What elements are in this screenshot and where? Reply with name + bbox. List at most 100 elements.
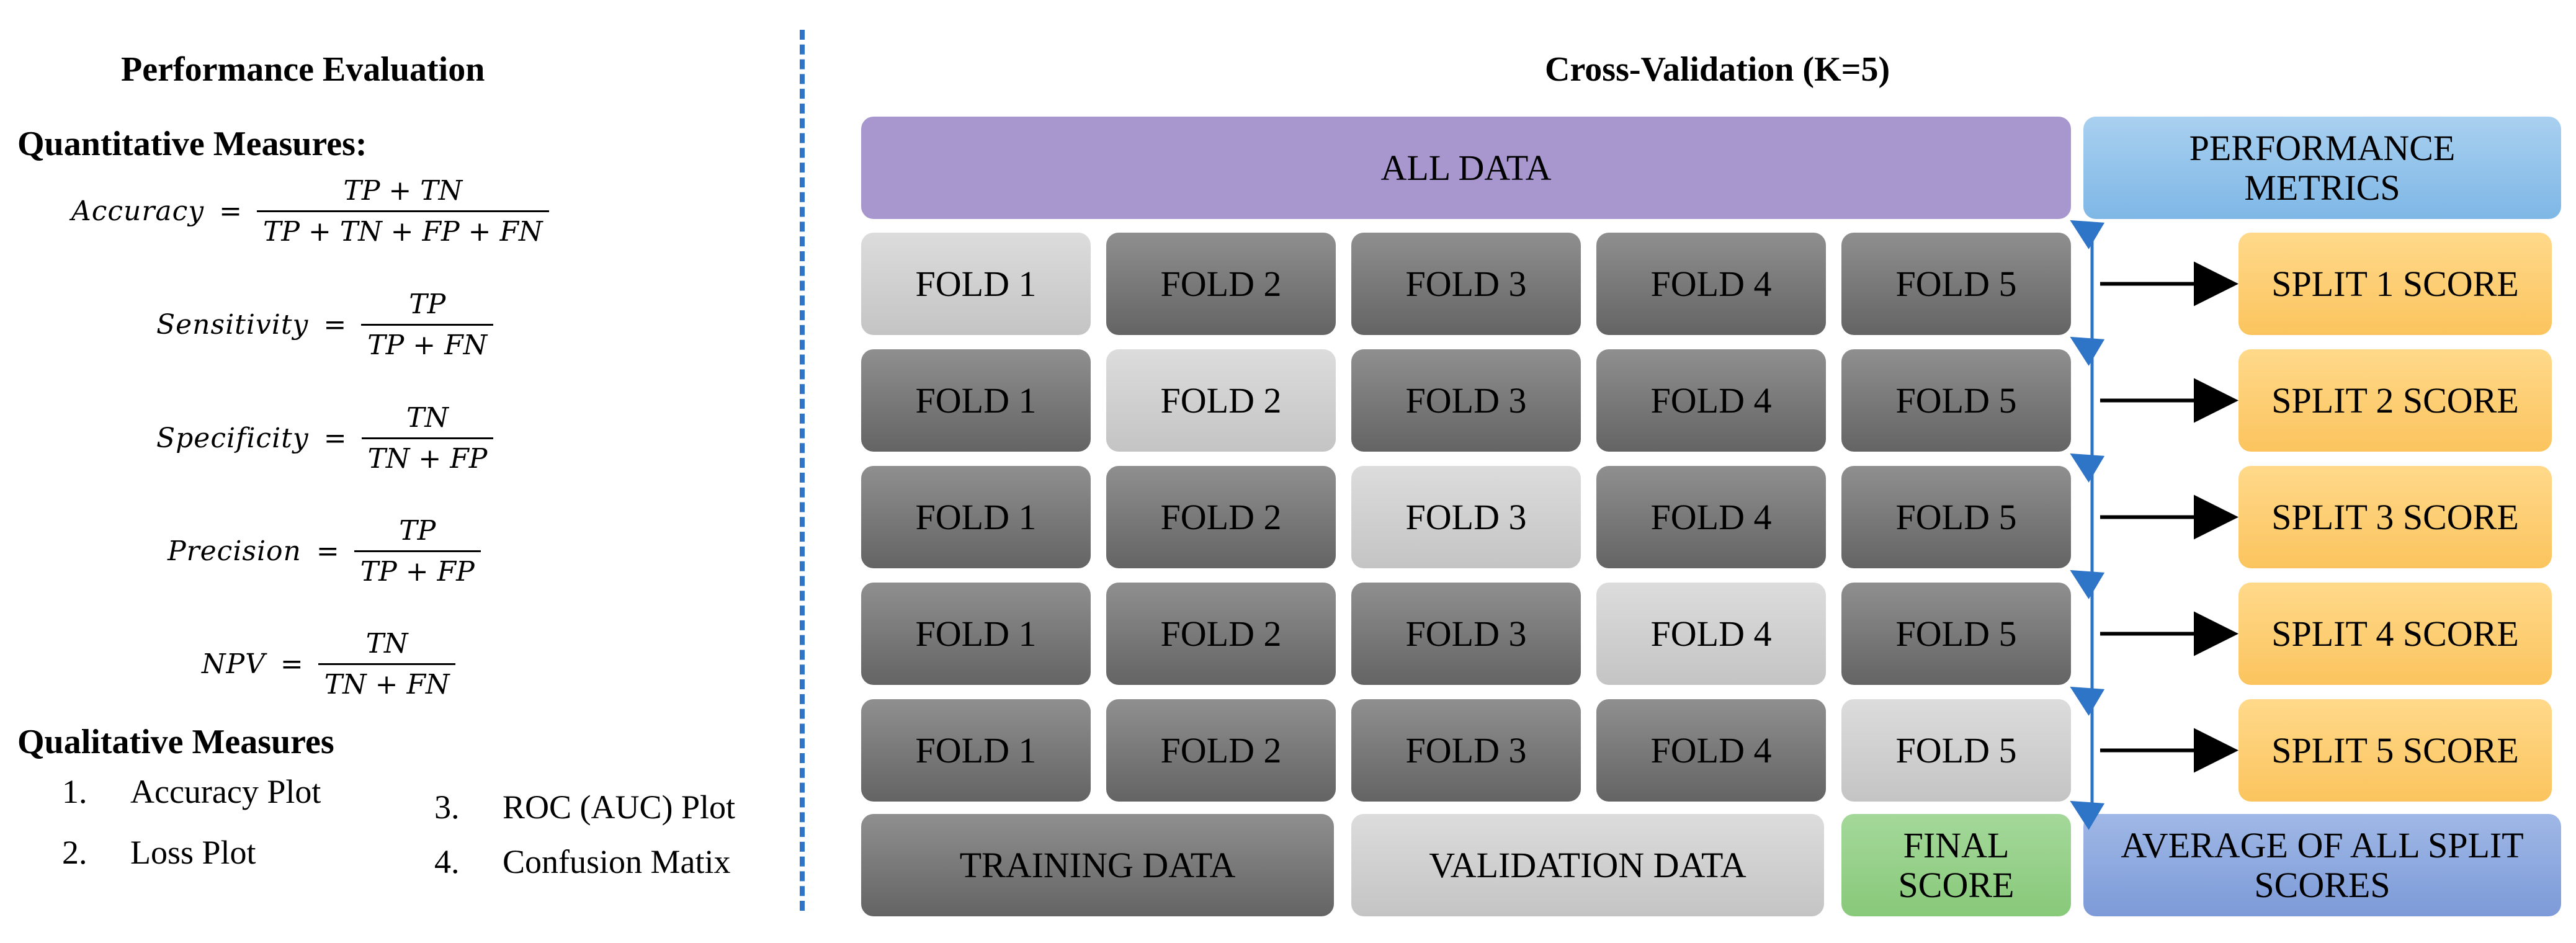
formula-name: NPV xyxy=(202,648,266,680)
item-number: 1. xyxy=(62,773,87,810)
denominator: TN + FP xyxy=(361,437,494,475)
performance-metrics-line2: METRICS xyxy=(2244,167,2400,208)
split-score-box-5: SPLIT 5 SCORE xyxy=(2238,699,2552,802)
fold-label: FOLD 5 xyxy=(1895,496,2017,537)
fold-box-row2-fold3: FOLD 3 xyxy=(1351,349,1581,452)
fold-box-row5-fold1: FOLD 1 xyxy=(861,699,1091,802)
fold-box-row5-fold4: FOLD 4 xyxy=(1596,699,1826,802)
fold-box-row1-fold2: FOLD 2 xyxy=(1106,233,1336,335)
equals-sign: = xyxy=(323,422,347,454)
fold-label: FOLD 2 xyxy=(1160,496,1282,537)
feedback-arrow-4 xyxy=(2070,570,2105,599)
fold-box-row4-fold3: FOLD 3 xyxy=(1351,583,1581,685)
feedback-arrow-6 xyxy=(2070,800,2105,830)
split-score-box-3: SPLIT 3 SCORE xyxy=(2238,466,2552,568)
split-score-label: SPLIT 5 SCORE xyxy=(2271,730,2519,771)
equals-sign: = xyxy=(323,309,347,341)
specificity-formula: Specificity = TN TN + FP xyxy=(156,402,494,475)
performance-metrics-line1: PERFORMANCE xyxy=(2189,127,2456,168)
fold-label: FOLD 5 xyxy=(1895,263,2017,304)
fold-box-row1-fold4: FOLD 4 xyxy=(1596,233,1826,335)
fold-box-row5-fold2: FOLD 2 xyxy=(1106,699,1336,802)
all-data-box: ALL DATA xyxy=(861,117,2071,219)
formula-name: Specificity xyxy=(156,422,309,454)
fold-label: FOLD 4 xyxy=(1650,730,1772,771)
accuracy-formula: Accuracy = TP + TN TP + TN + FP + FN xyxy=(71,175,549,248)
item-label: Loss Plot xyxy=(130,834,256,871)
fold-box-row3-fold5: FOLD 5 xyxy=(1841,466,2071,568)
fold-label: FOLD 3 xyxy=(1405,380,1527,421)
fold-box-row3-fold4: FOLD 4 xyxy=(1596,466,1826,568)
fold-box-row2-fold1: FOLD 1 xyxy=(861,349,1091,452)
equals-sign: = xyxy=(219,195,243,227)
fold-box-row1-fold3: FOLD 3 xyxy=(1351,233,1581,335)
fraction: TP TP + FN xyxy=(361,288,494,361)
fold-box-row2-fold5: FOLD 5 xyxy=(1841,349,2071,452)
feedback-arrow-5 xyxy=(2070,686,2105,716)
fold-box-row3-fold3: FOLD 3 xyxy=(1351,466,1581,568)
fold-label: FOLD 1 xyxy=(915,380,1037,421)
denominator: TP + FN xyxy=(361,324,494,361)
formula-name: Sensitivity xyxy=(156,309,309,341)
item-label: Accuracy Plot xyxy=(130,773,321,810)
numerator: TN xyxy=(365,628,408,659)
fold-label: FOLD 3 xyxy=(1405,496,1527,537)
qual-item-roc-plot: 3.ROC (AUC) Plot xyxy=(434,788,735,826)
fold-label: FOLD 3 xyxy=(1405,730,1527,771)
fold-label: FOLD 1 xyxy=(915,496,1037,537)
denominator: TP + FP xyxy=(354,550,481,588)
numerator: TP xyxy=(409,288,446,320)
split-score-box-2: SPLIT 2 SCORE xyxy=(2238,349,2552,452)
sensitivity-formula: Sensitivity = TP TP + FN xyxy=(156,288,494,361)
item-number: 3. xyxy=(434,789,460,826)
average-line2: SCORES xyxy=(2254,864,2390,905)
item-label: Confusion Matix xyxy=(503,843,731,880)
fold-box-row4-fold2: FOLD 2 xyxy=(1106,583,1336,685)
formula-name: Accuracy xyxy=(71,195,205,227)
qualitative-measures-heading: Qualitative Measures xyxy=(17,723,334,761)
split-score-box-4: SPLIT 4 SCORE xyxy=(2238,583,2552,685)
formula-name: Precision xyxy=(168,535,302,567)
split-score-box-1: SPLIT 1 SCORE xyxy=(2238,233,2552,335)
fold-box-row3-fold2: FOLD 2 xyxy=(1106,466,1336,568)
fraction: TN TN + FP xyxy=(361,402,494,475)
fold-box-row2-fold4: FOLD 4 xyxy=(1596,349,1826,452)
fold-box-row2-fold2: FOLD 2 xyxy=(1106,349,1336,452)
fold-label: FOLD 3 xyxy=(1405,613,1527,654)
denominator: TN + FN xyxy=(318,663,456,700)
qual-item-loss-plot: 2.Loss Plot xyxy=(62,833,256,872)
split-score-label: SPLIT 2 SCORE xyxy=(2271,380,2519,421)
performance-evaluation-title: Performance Evaluation xyxy=(121,50,485,89)
fold-label: FOLD 1 xyxy=(915,730,1037,771)
fold-label: FOLD 4 xyxy=(1650,380,1772,421)
fraction: TN TN + FN xyxy=(318,628,456,700)
fold-box-row3-fold1: FOLD 1 xyxy=(861,466,1091,568)
validation-data-legend: VALIDATION DATA xyxy=(1351,814,1824,916)
split-score-label: SPLIT 1 SCORE xyxy=(2271,263,2519,304)
average-scores-box: AVERAGE OF ALL SPLIT SCORES xyxy=(2083,814,2561,916)
fold-box-row4-fold4: FOLD 4 xyxy=(1596,583,1826,685)
feedback-arrow-1 xyxy=(2070,220,2105,249)
fold-box-row5-fold5: FOLD 5 xyxy=(1841,699,2071,802)
fold-label: FOLD 2 xyxy=(1160,380,1282,421)
panel-divider xyxy=(800,30,805,911)
fold-label: FOLD 2 xyxy=(1160,730,1282,771)
fold-box-row4-fold1: FOLD 1 xyxy=(861,583,1091,685)
fold-label: FOLD 4 xyxy=(1650,613,1772,654)
numerator: TP xyxy=(399,515,436,547)
item-number: 4. xyxy=(434,843,460,880)
fold-label: FOLD 2 xyxy=(1160,613,1282,654)
qual-item-confusion-matrix: 4. Confusion Matix xyxy=(434,842,731,881)
fold-label: FOLD 5 xyxy=(1895,613,2017,654)
quantitative-measures-heading: Quantitative Measures: xyxy=(17,125,367,163)
feedback-arrow-2 xyxy=(2070,336,2105,366)
fold-box-row5-fold3: FOLD 3 xyxy=(1351,699,1581,802)
feedback-arrow-3 xyxy=(2070,453,2105,483)
equals-sign: = xyxy=(280,648,303,680)
fold-label: FOLD 1 xyxy=(915,263,1037,304)
validation-data-label: VALIDATION DATA xyxy=(1429,844,1746,885)
equals-sign: = xyxy=(316,535,339,567)
fold-label: FOLD 4 xyxy=(1650,496,1772,537)
performance-metrics-box: PERFORMANCE METRICS xyxy=(2083,117,2561,219)
split-score-label: SPLIT 4 SCORE xyxy=(2271,613,2519,654)
